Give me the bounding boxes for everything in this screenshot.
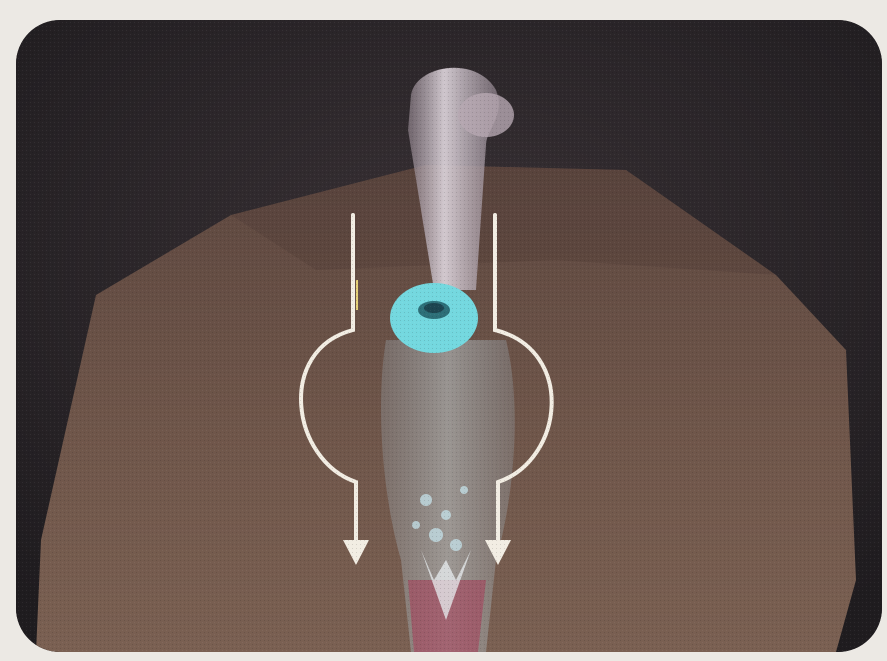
- grain-overlay: [16, 20, 882, 652]
- photo: [16, 20, 882, 652]
- photo-illustration: [16, 20, 882, 652]
